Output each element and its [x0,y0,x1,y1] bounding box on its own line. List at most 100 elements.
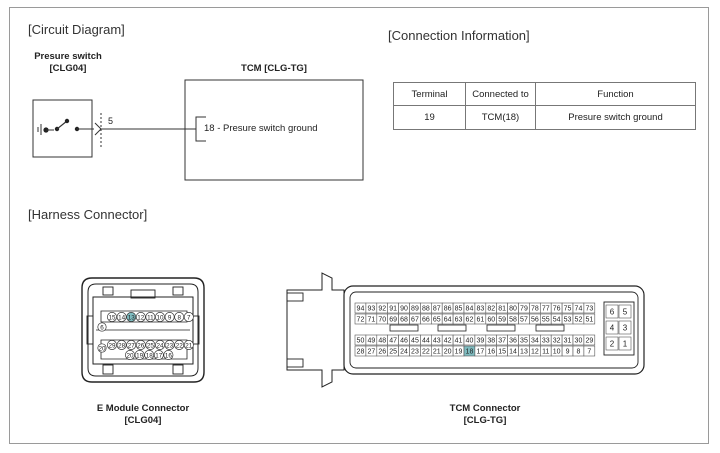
tcm-pin-label: 34 [531,338,539,345]
e-module-pin [116,312,127,322]
e-module-pin [164,312,175,322]
tcm-pin-label: 51 [585,317,593,324]
tcm-pin-label: 64 [444,317,452,324]
tcm-pin-label: 63 [455,317,463,324]
tcm-pin-label: 37 [498,338,506,345]
tcm-pin-label: 15 [498,349,506,356]
e-module-pin-label: 16 [165,353,173,360]
tcm-box [184,79,364,181]
tcm-pin-label: 87 [433,306,441,313]
tcm-connector-code: [CLG-TG] [463,415,507,426]
e-module-pin [134,350,145,360]
tcm-small-pin-cell [605,304,619,319]
tcm-pin-label: 59 [498,317,506,324]
tcm-pin-label: 48 [378,338,386,345]
e-module-pin-label: 25 [147,343,155,350]
e-module-pin-label: 29 [108,343,116,350]
tcm-pin-label: 47 [389,338,397,345]
e-module-pin [174,312,185,322]
tcm-pin-label: 71 [367,317,375,324]
tcm-pin-label: 84 [466,306,474,313]
tcm-pin-label: 94 [357,306,365,313]
e-module-pin [153,350,164,360]
e-module-pin-label: 21 [185,343,193,350]
tcm-pin-label: 52 [575,317,583,324]
harness-connector-header: [Harness Connector] [28,207,148,222]
tcm-small-pin-label: 2 [610,340,615,349]
tcm-pin-label: 8 [576,349,580,356]
e-module-side-pin-label: 20 [98,345,106,352]
e-module-side-pin [97,343,107,353]
tcm-pin-label: 33 [542,338,550,345]
tcm-pin-label: 41 [455,338,463,345]
tcm-pin-label: 60 [487,317,495,324]
tcm-pin-label: 62 [466,317,474,324]
tcm-pin-label: 61 [476,317,484,324]
tcm-pin-label: 89 [411,306,419,313]
e-module-pin [164,340,175,350]
tcm-small-pin-cell [605,336,619,351]
e-module-pin [135,340,146,350]
tcm-title-label: TCM [CLG-TG] [241,63,307,74]
tcm-pin-label: 19 [455,349,463,356]
tcm-pin-label: 24 [400,349,408,356]
circuit-diagram-header: [Circuit Diagram] [28,22,125,37]
e-module-name: E Module Connector [96,403,190,414]
tcm-pin-label: 56 [531,317,539,324]
connection-information-header: [Connection Information] [388,28,530,43]
tcm-small-pin-cell [618,320,632,335]
tcm-pin-label: 20 [444,349,452,356]
tcm-pin-label: 18 [466,349,474,356]
e-module-pin-label: 22 [176,343,184,350]
tcm-pin-label: 54 [553,317,561,324]
e-module-pin [126,312,137,322]
tcm-pin-label: 45 [411,338,419,345]
tcm-pin-label: 46 [400,338,408,345]
tcm-pin-label: 21 [433,349,441,356]
table-header: Connected to [465,82,536,106]
e-module-pin [145,340,156,350]
tcm-small-pin-label: 1 [623,340,628,349]
tcm-pin-label: 75 [564,306,572,313]
tcm-small-pin-label: 5 [623,308,628,317]
tcm-pin-label: 69 [389,317,397,324]
e-module-pin-label: 26 [137,343,145,350]
e-module-pin-label: 19 [136,353,144,360]
tcm-pin-label: 32 [553,338,561,345]
e-module-pin [116,340,127,350]
table-cell: TCM(18) [465,105,536,130]
e-module-pin [144,350,155,360]
tcm-pin-label: 29 [585,338,593,345]
e-module-pin-label: 20 [126,353,134,360]
tcm-pin-label: 86 [444,306,452,313]
tcm-pin-label: 26 [378,349,386,356]
e-module-pin-label: 11 [147,315,154,322]
tcm-pin-label: 17 [476,349,484,356]
tcm-pin-label: 91 [389,306,397,313]
tcm-connector-name: TCM Connector [449,403,521,414]
e-module-pin-label: 14 [118,315,126,322]
tcm-pin-label: 78 [531,306,539,313]
e-module-pin [107,312,117,322]
e-module-pin-label: 9 [168,315,172,322]
e-module-pin-label: 17 [155,353,163,360]
tcm-pin-label: 65 [433,317,441,324]
tcm-pin-label: 11 [542,349,549,356]
tcm-pin-label: 30 [575,338,583,345]
e-module-pin-label: 23 [166,343,174,350]
pin-number-label: 5 [108,116,113,126]
tcm-small-pin-cell [605,320,619,335]
e-module-pin-label: 18 [146,353,154,360]
e-module-pin [125,350,135,360]
tcm-pin-label: 81 [498,306,506,313]
tcm-pin-label: 90 [400,306,408,313]
e-module-side-pin-label: 6 [100,324,104,331]
tcm-pin-label: 88 [422,306,430,313]
tcm-pin-label: 93 [367,306,375,313]
tcm-pin-cell [583,313,596,325]
switch-code-label: [CLG04] [49,63,87,74]
tcm-small-pin-label: 4 [610,324,615,333]
